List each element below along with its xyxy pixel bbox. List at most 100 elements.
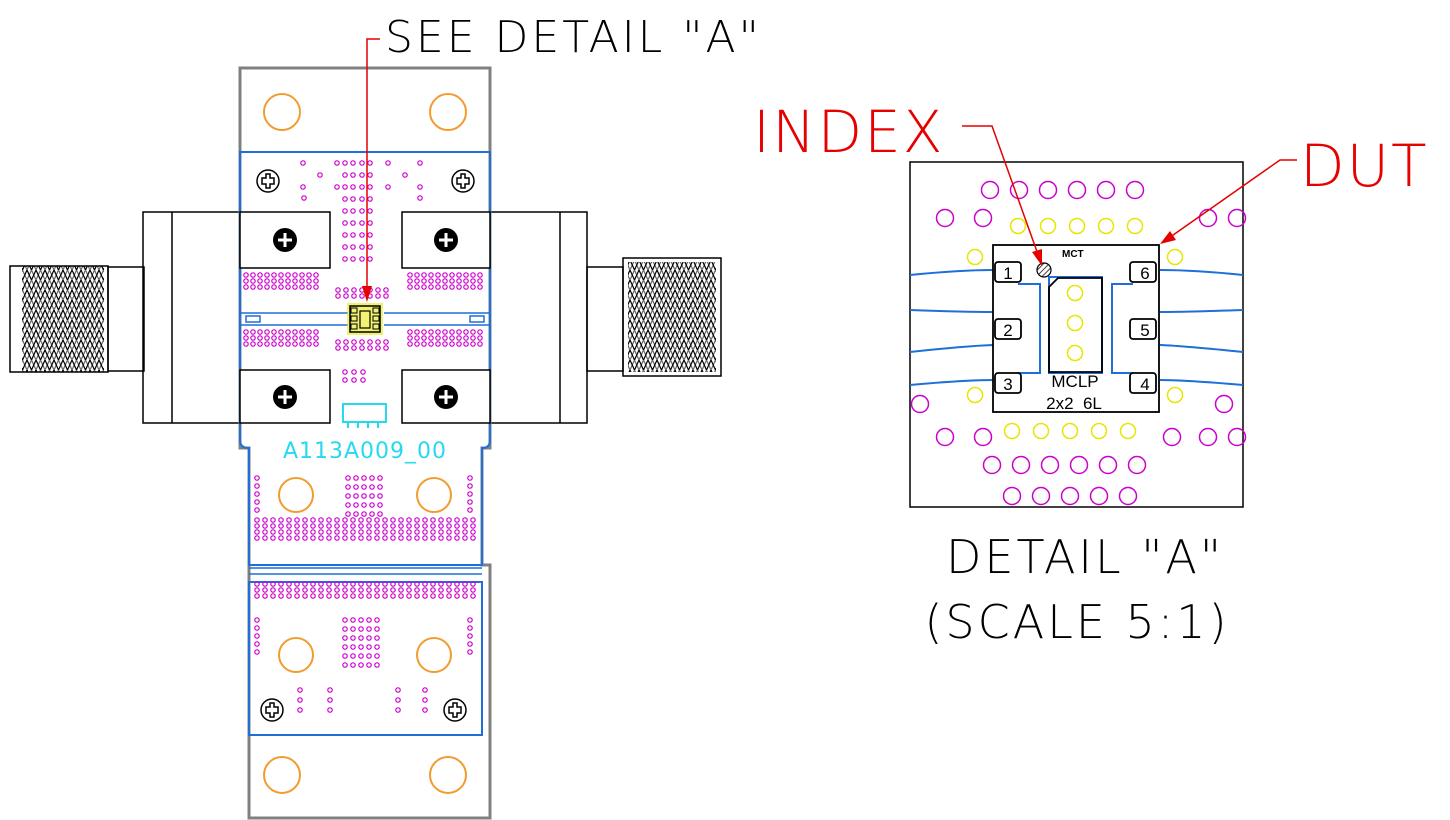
via	[310, 517, 316, 523]
dut-leader	[1165, 159, 1297, 241]
via	[326, 593, 332, 599]
via	[342, 653, 348, 659]
via-array	[243, 160, 483, 713]
via	[359, 339, 365, 345]
via	[369, 475, 375, 481]
via	[421, 341, 427, 347]
via	[438, 581, 444, 587]
via	[374, 653, 380, 659]
detail-via	[935, 427, 955, 447]
via	[422, 529, 428, 535]
via	[313, 278, 319, 284]
via	[366, 517, 372, 523]
via	[407, 272, 413, 278]
pcb-outline-lower	[248, 581, 483, 736]
via	[462, 581, 468, 587]
via	[278, 329, 284, 335]
via	[271, 278, 277, 284]
via	[270, 587, 276, 593]
via	[367, 196, 373, 202]
via	[428, 341, 434, 347]
rf-trace	[240, 312, 490, 326]
dut-label: DUT	[1300, 132, 1429, 200]
via	[342, 587, 348, 593]
via	[359, 184, 365, 190]
via	[359, 232, 365, 238]
via	[359, 293, 365, 299]
via	[343, 293, 349, 299]
via	[294, 529, 300, 535]
via	[359, 244, 365, 250]
dut-package-outline	[992, 244, 1160, 413]
via	[428, 278, 434, 284]
via	[467, 491, 473, 497]
via	[361, 493, 367, 499]
via	[374, 635, 380, 641]
via	[361, 475, 367, 481]
see-detail-label: SEE DETAIL "A"	[385, 12, 762, 63]
via	[398, 517, 404, 523]
dut-arrowhead	[1160, 231, 1176, 244]
via	[345, 475, 351, 481]
via	[367, 184, 373, 190]
via	[310, 523, 316, 529]
pin-4-label: 4	[1140, 375, 1149, 394]
see-detail-arrowhead	[362, 286, 372, 302]
via	[278, 335, 284, 341]
via	[262, 517, 268, 523]
via	[264, 272, 270, 278]
via	[334, 523, 340, 529]
package-name: MCLP	[1051, 372, 1098, 391]
via	[377, 511, 383, 517]
via	[428, 329, 434, 335]
via	[350, 172, 356, 178]
board-screws	[256, 169, 475, 722]
via	[271, 272, 277, 278]
detail-via	[1011, 455, 1031, 475]
via	[350, 208, 356, 214]
via	[310, 593, 316, 599]
detail-via	[1127, 455, 1147, 475]
via	[477, 335, 483, 341]
via	[462, 593, 468, 599]
via	[250, 329, 256, 335]
via	[414, 593, 420, 599]
via	[367, 160, 373, 166]
via	[358, 626, 364, 632]
via	[385, 160, 391, 166]
via	[326, 535, 332, 541]
detail-via	[1061, 422, 1079, 440]
via	[271, 329, 277, 335]
via	[278, 341, 284, 347]
via	[257, 278, 263, 284]
via	[292, 284, 298, 290]
via	[350, 653, 356, 659]
via	[297, 707, 303, 713]
via	[335, 345, 341, 351]
via	[250, 335, 256, 341]
via	[254, 625, 260, 631]
detail-a-view: 1 2 3 4 5 6 MCT MCLP 2x2 6L INDEX DUT DE…	[753, 98, 1429, 649]
via	[250, 278, 256, 284]
see-detail-leader	[366, 38, 380, 296]
via	[358, 529, 364, 535]
detail-via	[1067, 180, 1087, 200]
via	[318, 587, 324, 593]
via	[442, 341, 448, 347]
board-part-number: A113A009_00	[283, 439, 447, 464]
via	[302, 593, 308, 599]
via	[382, 587, 388, 593]
via	[301, 195, 307, 201]
via	[456, 278, 462, 284]
via	[350, 232, 356, 238]
via	[299, 335, 305, 341]
via	[367, 256, 373, 262]
via	[430, 517, 436, 523]
via	[257, 284, 263, 290]
pin-6-label: 6	[1140, 264, 1149, 283]
via	[377, 484, 383, 490]
via	[350, 196, 356, 202]
via	[250, 341, 256, 347]
via	[361, 484, 367, 490]
via	[350, 256, 356, 262]
